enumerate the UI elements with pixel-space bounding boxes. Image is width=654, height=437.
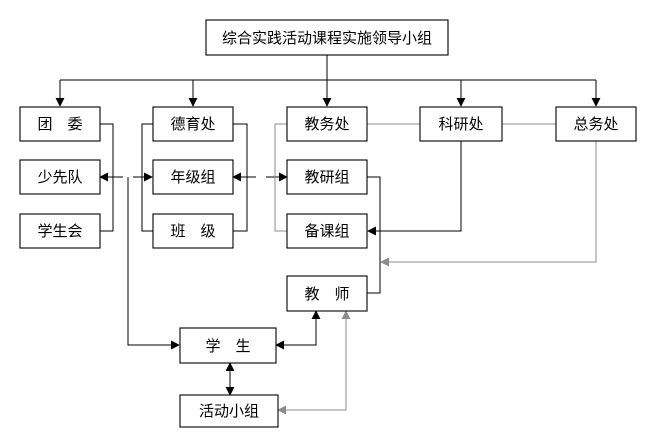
deyu-left-bracket (141, 123, 153, 232)
connectors (55, 55, 601, 415)
jiaowu-left-bracket (274, 123, 287, 232)
jiaoyan-beike-to-jiaoshi-connector (367, 176, 381, 294)
box-jiaoshi: 教 师 (286, 275, 368, 312)
title-label: 综合实践活动课程实施领导小组 (222, 29, 432, 47)
box-deyuchu: 德育处 (152, 106, 234, 142)
xuesheng-label: 学 生 (205, 337, 250, 355)
box-nianjizu: 年级组 (152, 159, 234, 195)
xueshenghui-label: 学生会 (37, 222, 82, 240)
box-xuesheng: 学 生 (179, 327, 277, 364)
jiaoshi-label: 教 师 (304, 285, 349, 303)
jiaowuchu-label: 教务处 (304, 115, 349, 133)
box-beikezu: 备课组 (286, 213, 368, 249)
zongwu-to-staff-connector (380, 141, 597, 267)
huodongxiaozu-label: 活动小组 (199, 402, 259, 420)
jiaoshi-xuesheng-connector (275, 310, 321, 350)
box-keyanchu: 科研处 (419, 106, 503, 142)
beikezu-label: 备课组 (304, 222, 349, 240)
nianjizu-label: 年级组 (170, 168, 215, 186)
box-huodongxiaozu: 活动小组 (179, 394, 279, 428)
box-jiaowuchu: 教务处 (286, 106, 368, 142)
banji-label: 班 级 (170, 222, 215, 240)
box-banji: 班 级 (152, 213, 234, 249)
zongwuchu-label: 总务处 (573, 115, 618, 133)
box-xueshenghui: 学生会 (19, 213, 101, 249)
keyanchu-label: 科研处 (438, 115, 483, 133)
jiaoyanzu-label: 教研组 (304, 168, 349, 186)
shaoxiandui-label: 少先队 (37, 168, 82, 186)
box-zongwuchu: 总务处 (555, 106, 637, 142)
box-jiaoyanzu: 教研组 (286, 159, 368, 195)
jiaoshi-huodongxiaozu-connector (277, 310, 351, 415)
box-title: 综合实践活动课程实施领导小组 (205, 19, 449, 56)
tuanwei-label: 团 委 (37, 115, 82, 133)
keyan-to-beikezu-connector (367, 141, 462, 236)
box-tuanwei: 团 委 (19, 106, 101, 142)
left-to-xuesheng-connector (127, 177, 180, 350)
box-shaoxiandui: 少先队 (19, 159, 101, 195)
deyuchu-label: 德育处 (170, 115, 215, 133)
